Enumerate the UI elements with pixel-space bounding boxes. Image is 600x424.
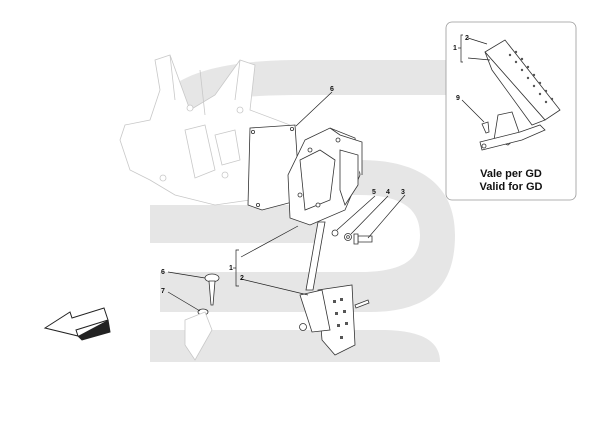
inset-callout-2: 2 <box>465 35 469 42</box>
fastener-set <box>331 229 373 245</box>
front-direction-arrow <box>43 307 111 341</box>
inset-callout-9: 9 <box>456 95 460 102</box>
callout-5: 5 <box>372 189 376 196</box>
pedal-stop <box>184 273 220 361</box>
inset-callout-1: 1 <box>453 45 457 52</box>
callout-4: 4 <box>386 189 390 196</box>
callout-3: 3 <box>401 189 405 196</box>
callout-6-upper: 6 <box>330 86 334 93</box>
gasket-plate <box>247 124 301 211</box>
callout-7: 7 <box>161 288 165 295</box>
callout-numbers: 6 5 4 3 1 2 6 7 <box>161 86 405 295</box>
callout-1: 1 <box>229 265 233 272</box>
leader-lines <box>167 91 406 312</box>
callout-6-lower: 6 <box>161 269 165 276</box>
vehicle-body-bracket <box>119 54 291 206</box>
accelerator-pedal-module <box>287 127 370 356</box>
callout-2: 2 <box>240 275 244 282</box>
inset-caption-en: Valid for GD <box>480 181 543 193</box>
inset-caption-it: Vale per GD <box>480 168 542 180</box>
inset-panel: 2 1 9 Vale per GD Valid for GD <box>445 21 577 201</box>
